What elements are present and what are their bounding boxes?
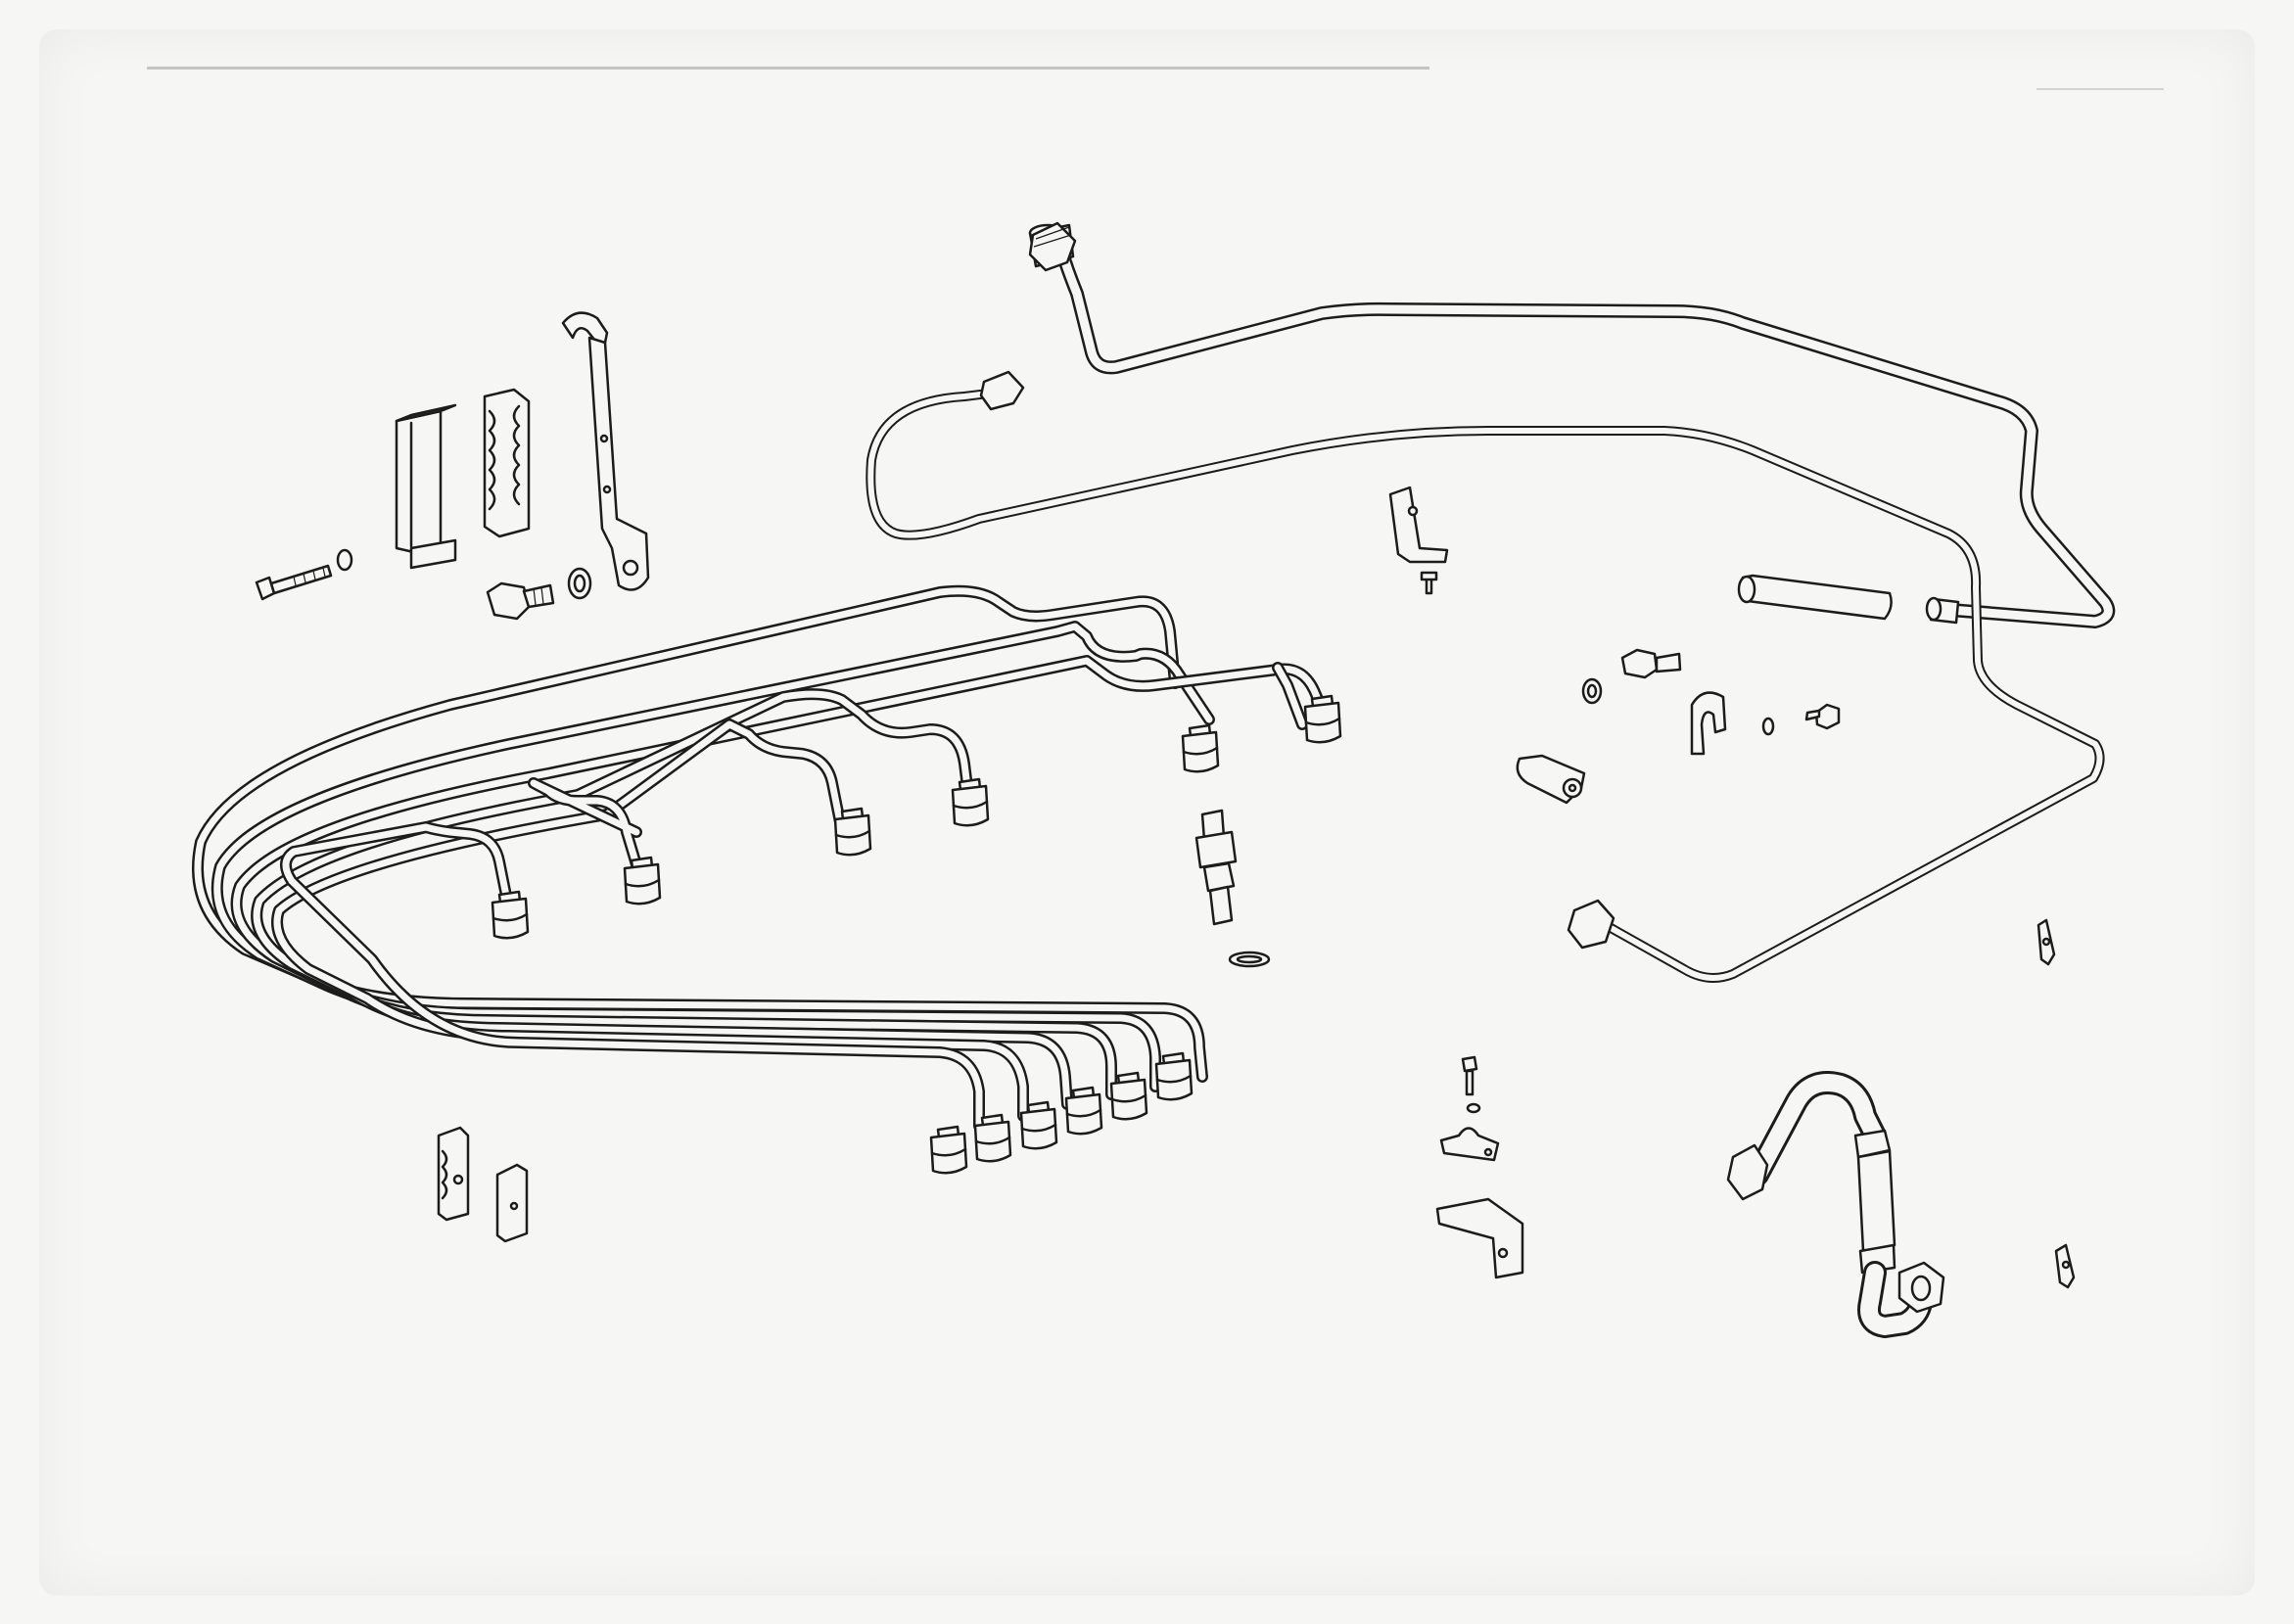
header-rule-right xyxy=(2037,88,2164,90)
union-nut-10 xyxy=(1019,1100,1058,1150)
rubber-clamp-block-icon xyxy=(437,1126,529,1243)
injection-line-1-bore xyxy=(194,587,1206,1081)
screw-icon xyxy=(255,564,333,601)
injection-line-bundle-icon xyxy=(192,584,1342,1175)
rubber-hose-icon xyxy=(1737,574,1960,625)
small-bracket-icon xyxy=(1388,486,1449,595)
header-rule xyxy=(147,67,1429,70)
injection-line-5-bore xyxy=(253,690,1071,1108)
union-nut-3 xyxy=(951,777,990,827)
long-bracket-icon xyxy=(561,311,650,591)
union-nut-11 xyxy=(973,1113,1012,1163)
union-nut-4 xyxy=(833,807,872,857)
union-nut-7 xyxy=(1154,1051,1194,1101)
screw-small-icon xyxy=(1461,1055,1481,1114)
flexible-hose-icon xyxy=(1726,1071,1945,1338)
union-nut-6 xyxy=(491,890,530,940)
union-nut-2 xyxy=(1181,723,1220,773)
union-nut-9 xyxy=(1064,1086,1103,1136)
bolt-icon xyxy=(1581,648,1682,705)
flat-bracket-icon xyxy=(1516,754,1586,805)
injection-line-8-bore xyxy=(282,823,983,1130)
pipe-union-nut-icon xyxy=(979,221,1077,411)
return-pipe-lower xyxy=(866,387,2105,983)
union-nut-1 xyxy=(1303,694,1342,744)
injection-line-3-bore xyxy=(233,657,1331,1098)
union-nut-5 xyxy=(623,856,662,905)
injection-line-7-bore xyxy=(530,779,645,885)
clip-bracket-icon xyxy=(1435,1127,1524,1279)
bracket-clip-icon xyxy=(2037,918,2076,1289)
washer-icon xyxy=(336,548,592,600)
union-nut-8 xyxy=(1109,1071,1148,1121)
union-nut-12 xyxy=(929,1125,968,1175)
return-pipe-end-nut xyxy=(1567,899,1615,950)
injection-line-2-bore xyxy=(213,623,1213,1090)
return-pipe-lower-bore xyxy=(867,389,2103,981)
bracket-clamp-icon xyxy=(395,388,531,570)
injection-line-6-bore xyxy=(273,720,1027,1120)
fuel-return-pipe-icon xyxy=(866,223,2116,983)
injection-line-4-bore xyxy=(1274,664,1306,728)
return-pipe-upper-bore xyxy=(1054,238,2113,626)
nozzle-holder-icon xyxy=(1194,809,1271,968)
p-clip-icon xyxy=(1690,691,1841,756)
banjo-bolt-icon xyxy=(486,581,555,621)
